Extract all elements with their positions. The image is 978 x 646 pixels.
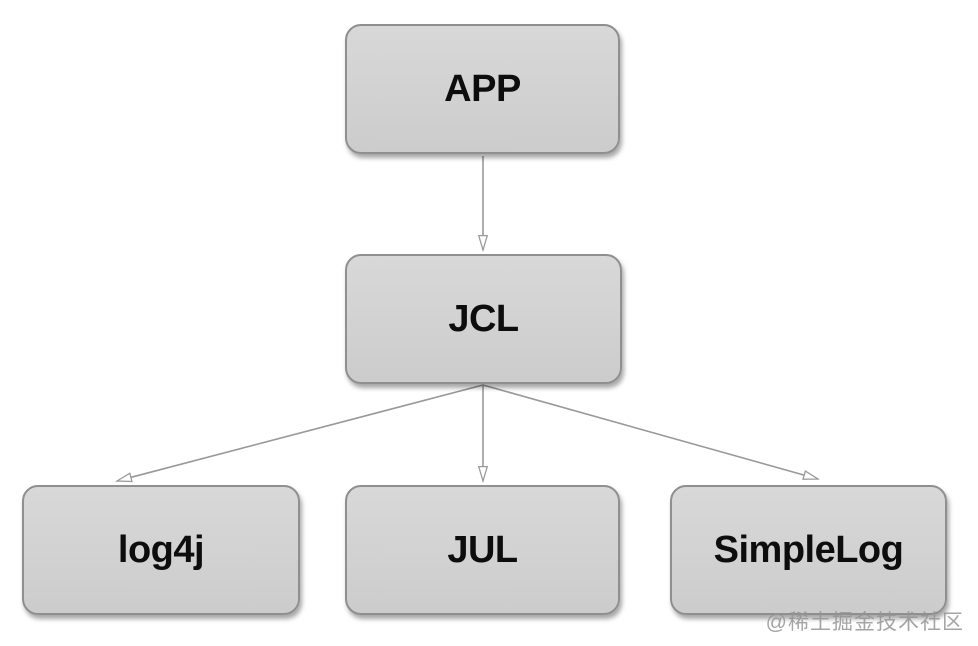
edge-jcl-log4j	[117, 384, 484, 481]
watermark: @稀土掘金技术社区	[765, 611, 964, 634]
node-jul-label: JUL	[447, 528, 518, 571]
node-log4j: log4j	[22, 485, 300, 615]
node-log4j-label: log4j	[117, 528, 205, 571]
node-jul: JUL	[345, 485, 620, 615]
node-jcl: JCL	[345, 254, 622, 384]
edge-jcl-simplelog	[482, 384, 818, 479]
node-jcl-label: JCL	[448, 297, 519, 340]
node-app-label: APP	[444, 67, 521, 110]
node-simplelog-label: SimpleLog	[713, 528, 904, 571]
node-app: APP	[345, 24, 620, 154]
node-simplelog: SimpleLog	[670, 485, 947, 615]
